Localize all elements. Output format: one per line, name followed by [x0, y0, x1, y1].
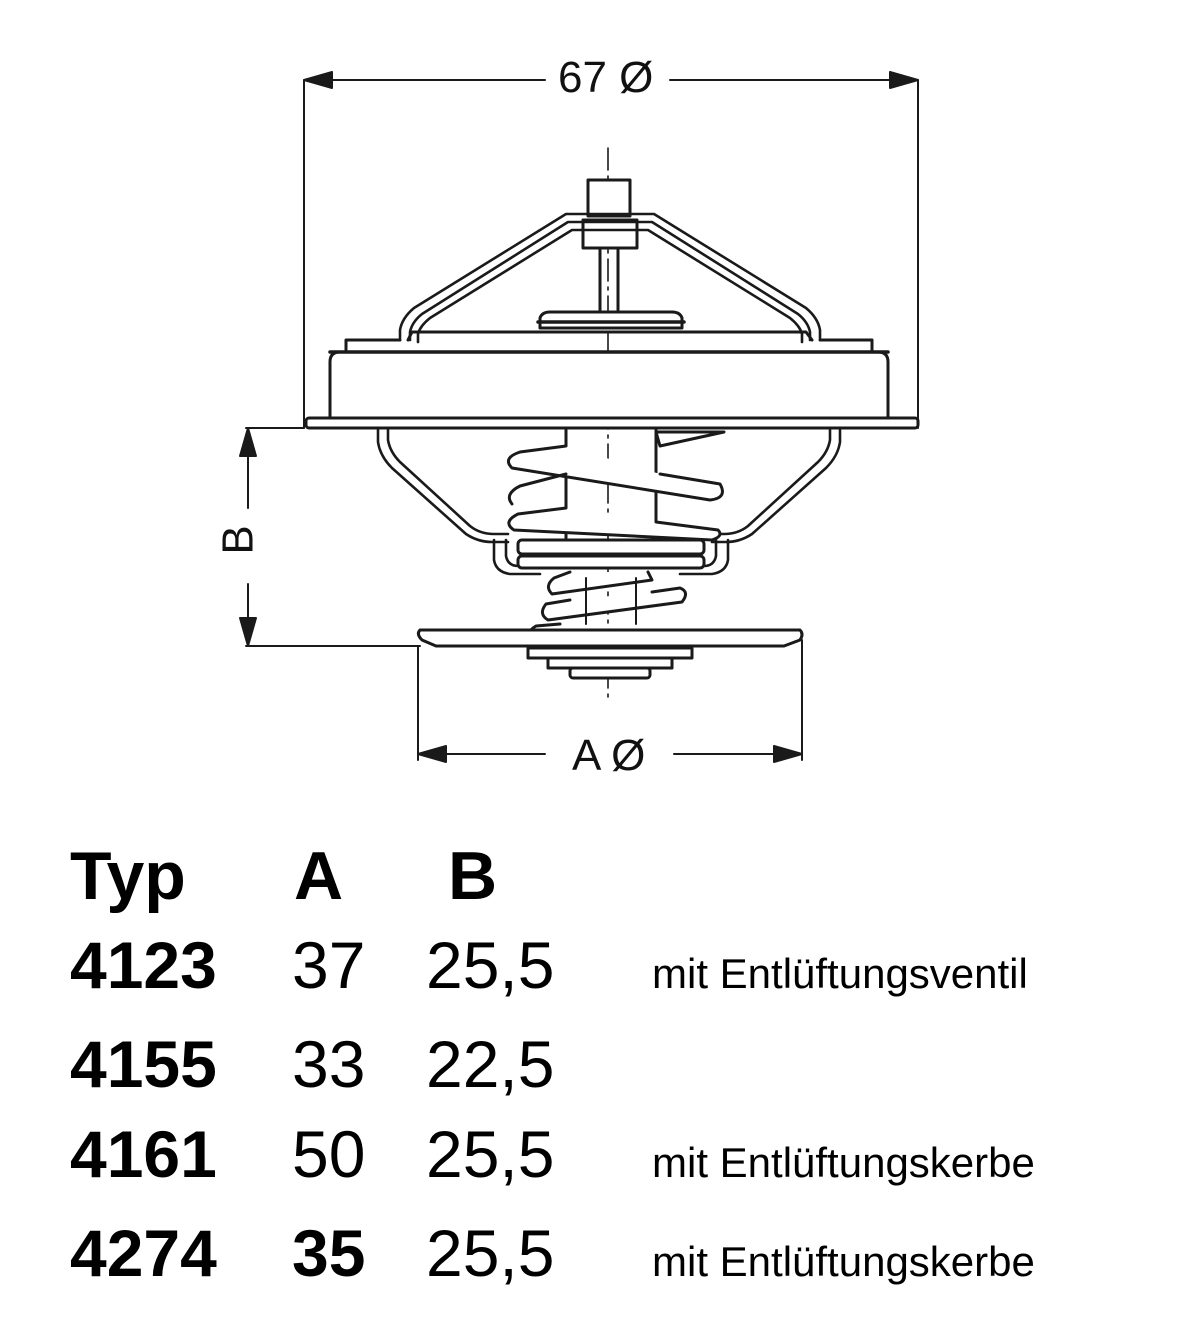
cell-b: 25,5 [426, 1216, 555, 1290]
cell-b: 25,5 [426, 928, 555, 1002]
cell-a: 35 [292, 1216, 366, 1290]
cell-typ: 4155 [70, 1027, 217, 1101]
bottom-nut [526, 646, 694, 680]
valve-disc [416, 628, 804, 648]
top-pin [581, 178, 639, 312]
cell-note [648, 1019, 1035, 1109]
table-header-row: Typ A B [70, 832, 1035, 920]
cell-typ: 4161 [70, 1117, 217, 1191]
dimension-67-label: 67 Ø [552, 56, 660, 100]
table-row: 4123 37 25,5 mit Entlüftungsventil [70, 920, 1035, 1019]
top-bridge [398, 212, 822, 344]
header-note [648, 832, 1035, 920]
dimension-a-label: A Ø [566, 734, 652, 778]
cell-typ: 4274 [70, 1216, 217, 1290]
cell-a: 50 [292, 1117, 366, 1191]
piston-disc [538, 310, 684, 330]
table-row: 4274 35 25,5 mit Entlüftungskerbe [70, 1208, 1035, 1307]
secondary-spring [529, 570, 687, 636]
header-typ: Typ [70, 838, 186, 914]
housing [328, 330, 890, 420]
dimension-a-line [417, 639, 803, 763]
thermostat-diagram [239, 71, 920, 763]
flange [304, 416, 920, 430]
lower-cage [376, 428, 842, 576]
main-spring [506, 430, 726, 542]
header-a: A [294, 838, 344, 914]
dimension-b-line [239, 427, 421, 647]
cell-typ: 4123 [70, 928, 217, 1002]
cell-note: mit Entlüftungsventil [652, 950, 1028, 997]
header-b: B [448, 838, 498, 914]
cell-note: mit Entlüftungskerbe [652, 1139, 1035, 1186]
table-row: 4161 50 25,5 mit Entlüftungskerbe [70, 1109, 1035, 1208]
spec-table: Typ A B 4123 37 25,5 mit Entlüftungsvent… [70, 832, 1035, 1307]
cell-b: 25,5 [426, 1117, 555, 1191]
dimension-67-line [303, 71, 919, 429]
cell-a: 37 [292, 928, 366, 1002]
cell-b: 22,5 [426, 1027, 555, 1101]
cell-note: mit Entlüftungskerbe [652, 1238, 1035, 1285]
table-row: 4155 33 22,5 [70, 1019, 1035, 1109]
dimension-b-label: B [213, 523, 263, 557]
spring-seat [516, 538, 706, 570]
cell-a: 33 [292, 1027, 366, 1101]
